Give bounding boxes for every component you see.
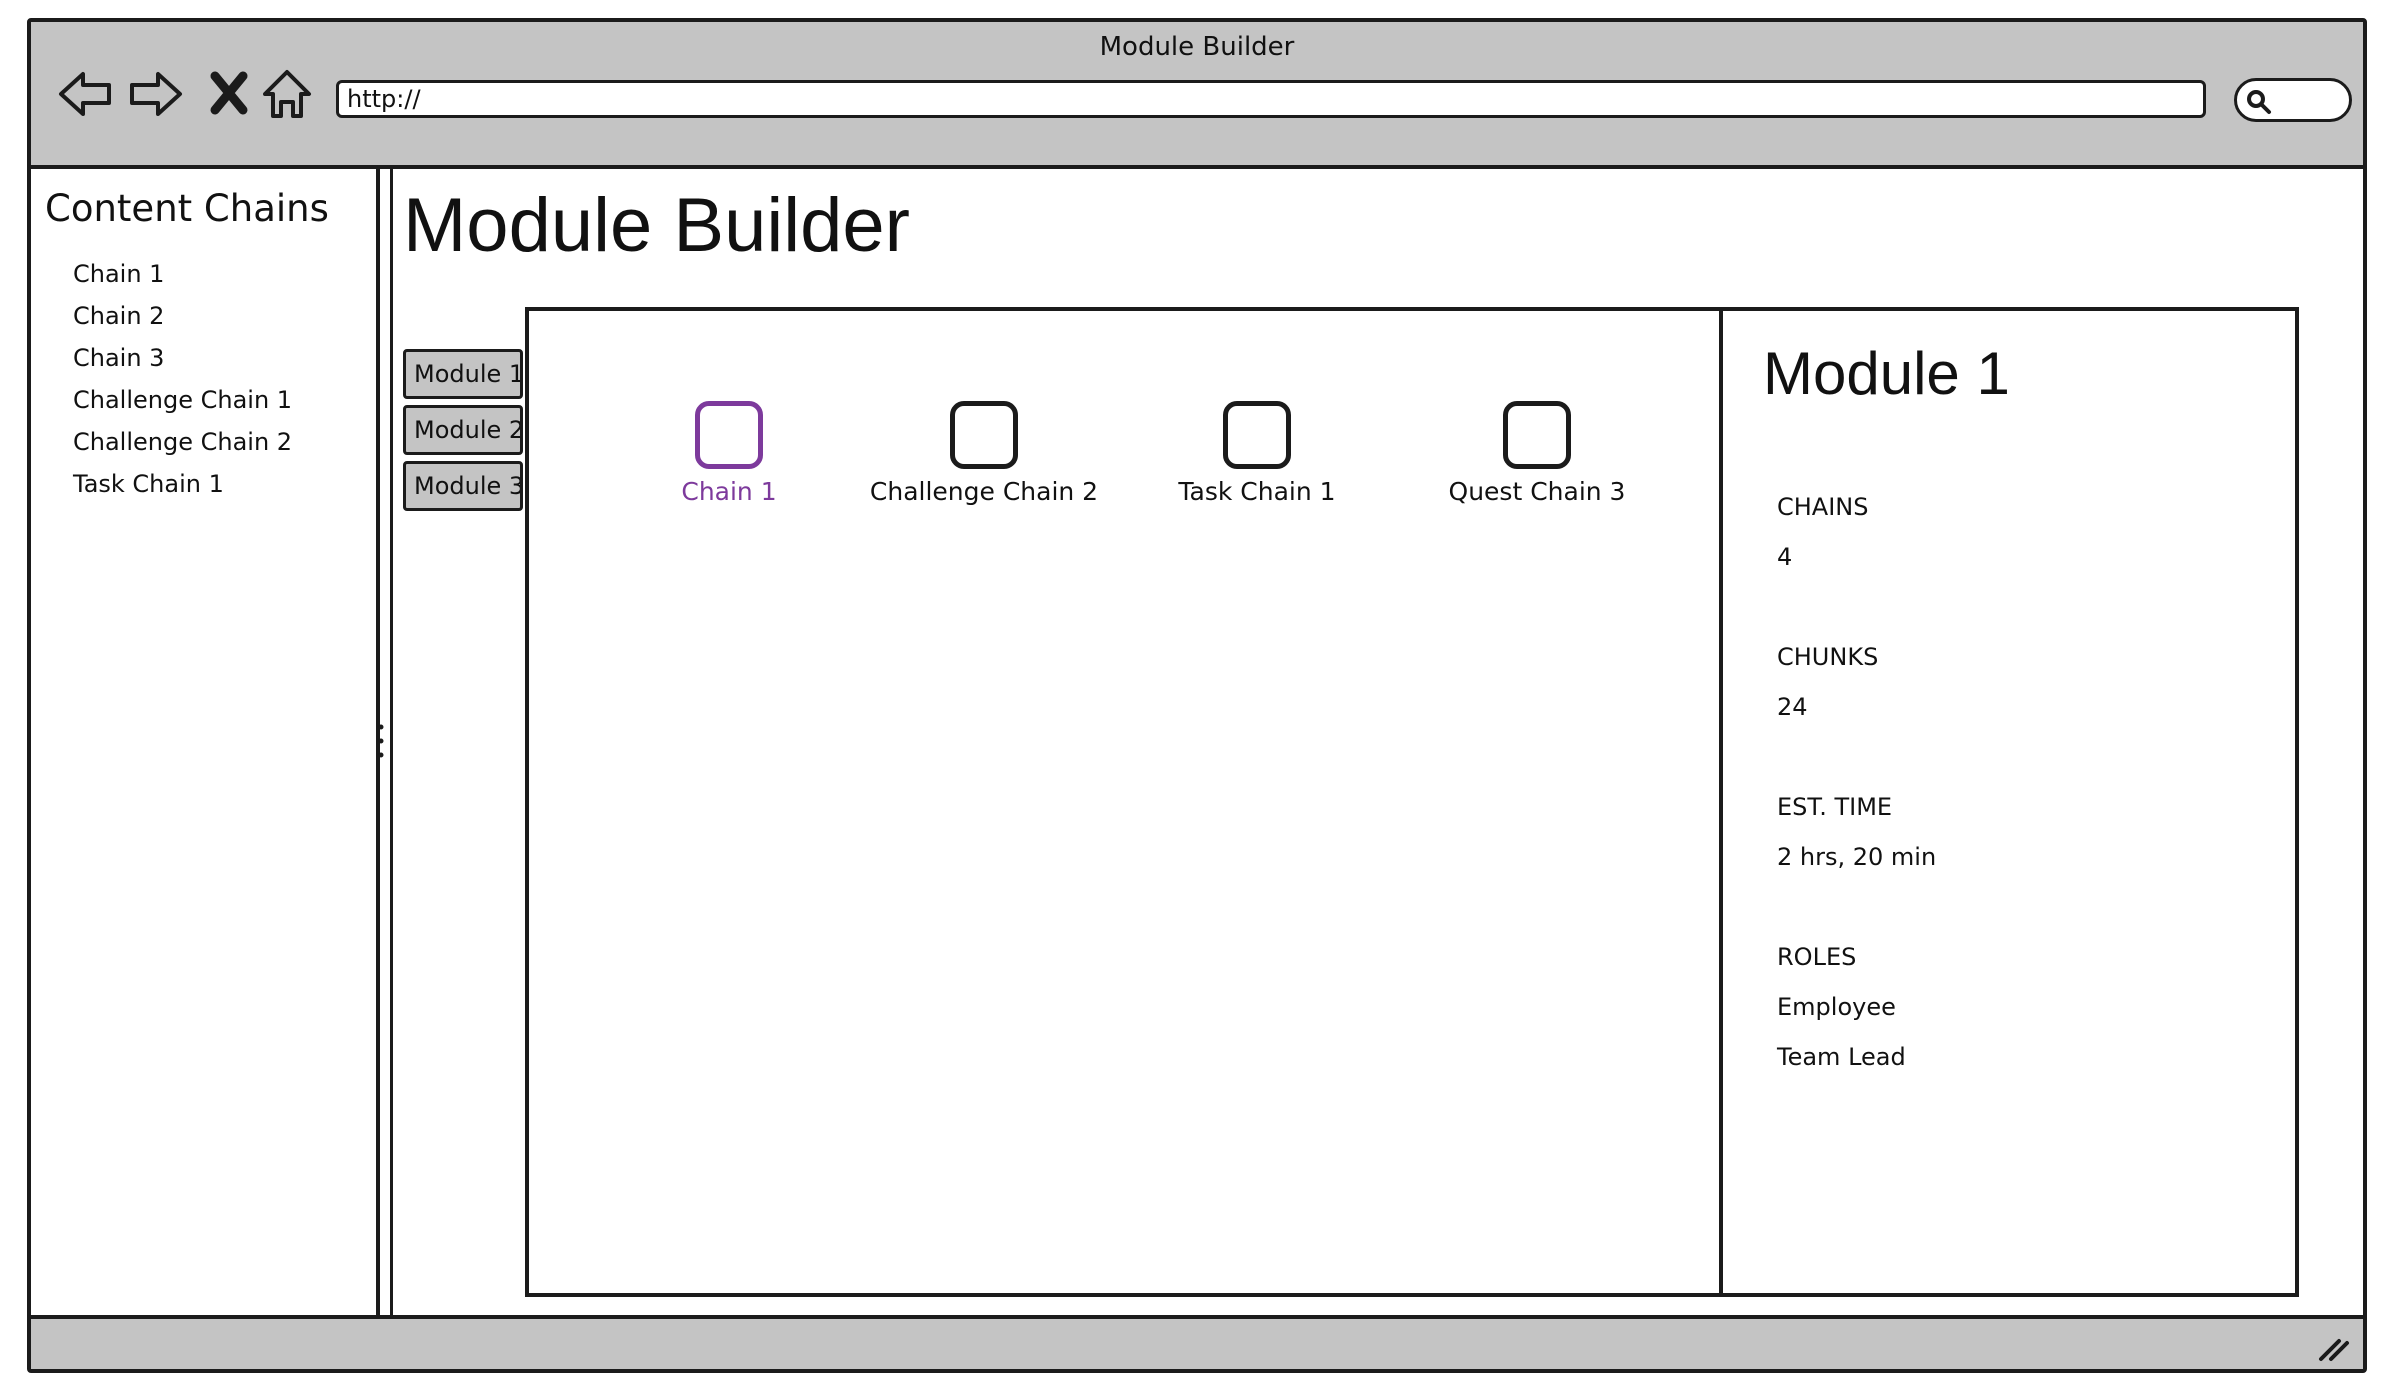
chain-node-icon[interactable] bbox=[695, 401, 763, 469]
roles-label: ROLES bbox=[1777, 943, 1857, 971]
back-arrow-icon[interactable] bbox=[55, 64, 115, 124]
sidebar-item-task-chain-1[interactable]: Task Chain 1 bbox=[73, 470, 224, 498]
chains-value: 4 bbox=[1777, 543, 1793, 571]
sidebar-item-chain-2[interactable]: Chain 2 bbox=[73, 302, 165, 330]
home-icon[interactable] bbox=[257, 64, 317, 124]
tab-module-1[interactable]: Module 1 bbox=[403, 349, 523, 399]
canvas-chain-item[interactable]: Quest Chain 3 bbox=[1407, 401, 1667, 506]
sidebar-item-chain-1[interactable]: Chain 1 bbox=[73, 260, 165, 288]
sidebar-item-challenge-chain-1[interactable]: Challenge Chain 1 bbox=[73, 386, 293, 414]
tab-module-3[interactable]: Module 3 bbox=[403, 461, 523, 511]
chunks-label: CHUNKS bbox=[1777, 643, 1879, 671]
canvas-chain-item[interactable]: Task Chain 1 bbox=[1137, 401, 1377, 506]
close-x-icon[interactable] bbox=[199, 64, 259, 124]
browser-window: Module Builder http:// Content Chains Ch… bbox=[27, 18, 2367, 1373]
chain-node-label: Challenge Chain 2 bbox=[869, 477, 1099, 506]
forward-arrow-icon[interactable] bbox=[126, 64, 186, 124]
module-canvas[interactable]: Chain 1 Challenge Chain 2 Task Chain 1 Q… bbox=[525, 307, 1723, 1297]
sidebar-splitter[interactable] bbox=[376, 165, 393, 1319]
url-input[interactable]: http:// bbox=[336, 80, 2206, 118]
canvas-chain-item[interactable]: Chain 1 bbox=[654, 401, 804, 506]
sidebar-title: Content Chains bbox=[45, 187, 329, 230]
chain-node-label: Task Chain 1 bbox=[1178, 477, 1336, 506]
chunks-value: 24 bbox=[1777, 693, 1808, 721]
est-time-value: 2 hrs, 20 min bbox=[1777, 843, 1937, 871]
chain-node-label: Chain 1 bbox=[681, 477, 777, 506]
content-chains-sidebar: Content Chains Chain 1 Chain 2 Chain 3 C… bbox=[31, 165, 380, 1319]
chain-node-icon[interactable] bbox=[950, 401, 1018, 469]
chain-node-label: Quest Chain 3 bbox=[1448, 477, 1626, 506]
browser-toolbar: Module Builder http:// bbox=[31, 22, 2363, 169]
chain-list: Chain 1 Chain 2 Chain 3 Challenge Chain … bbox=[73, 253, 292, 505]
resize-grip-icon[interactable] bbox=[2317, 1333, 2351, 1363]
canvas-chain-item[interactable]: Challenge Chain 2 bbox=[839, 401, 1129, 506]
sidebar-item-chain-3[interactable]: Chain 3 bbox=[73, 344, 165, 372]
chains-label: CHAINS bbox=[1777, 493, 1869, 521]
chain-node-icon[interactable] bbox=[1223, 401, 1291, 469]
browser-search-field[interactable] bbox=[2234, 78, 2352, 122]
drag-handle-icon[interactable] bbox=[378, 723, 384, 759]
window-title: Module Builder bbox=[1099, 32, 1295, 62]
role-item: Team Lead bbox=[1777, 1043, 1906, 1071]
sidebar-item-challenge-chain-2[interactable]: Challenge Chain 2 bbox=[73, 428, 293, 456]
module-details-panel: Module 1 CHAINS 4 CHUNKS 24 EST. TIME 2 … bbox=[1719, 307, 2299, 1297]
details-title: Module 1 bbox=[1763, 340, 2010, 407]
chain-node-icon[interactable] bbox=[1503, 401, 1571, 469]
est-time-label: EST. TIME bbox=[1777, 793, 1893, 821]
status-bar bbox=[31, 1315, 2363, 1369]
tab-module-2[interactable]: Module 2 bbox=[403, 405, 523, 455]
page-title: Module Builder bbox=[403, 183, 910, 268]
role-item: Employee bbox=[1777, 993, 1896, 1021]
search-icon bbox=[2247, 90, 2271, 114]
